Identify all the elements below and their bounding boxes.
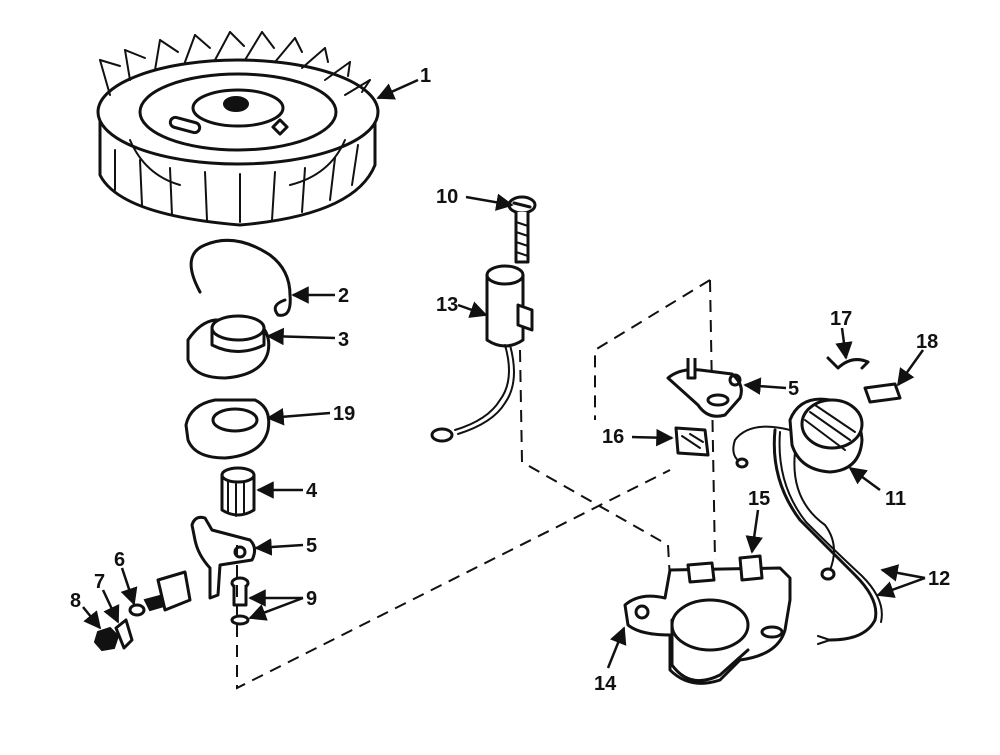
callout-7: 7 [94,571,120,624]
callout-label-1: 1 [420,65,431,87]
breaker-arm [143,515,257,612]
callout-label-17: 17 [830,308,852,330]
callout-15: 15 [745,488,770,554]
breaker-housing [623,554,792,685]
washer [128,603,146,617]
flywheel [96,31,380,227]
callout-label-9: 9 [306,588,317,610]
callout-14: 14 [594,626,627,695]
callout-3: 3 [266,327,349,351]
callout-4: 4 [256,480,318,502]
callout-label-13: 13 [436,294,458,316]
bracket [666,358,743,418]
callout-11: 11 [848,466,906,510]
callout-6: 6 [114,549,138,606]
assembly-dashed-lines [236,279,716,690]
callout-12: 12 [876,564,950,598]
nut [93,626,120,652]
callout-label-2: 2 [338,285,349,307]
callout-label-19: 19 [333,403,355,425]
felt-pad [674,426,710,457]
callout-1: 1 [376,65,431,100]
callout-label-10: 10 [436,186,458,208]
callout-label-7: 7 [94,571,105,593]
callout-label-14: 14 [594,673,617,695]
callout-label-16: 16 [602,426,624,448]
condenser-screw [507,195,537,264]
callout-16: 16 [602,426,674,448]
callout-label-4: 4 [306,480,318,502]
bushing [220,466,256,517]
wire-clip [826,356,870,370]
callout-17: 17 [830,308,853,360]
spring-clip [189,238,292,317]
callout-label-6: 6 [114,549,125,571]
callout-13: 13 [436,294,488,318]
callout-5-left: 5 [254,535,317,557]
condenser [430,264,534,443]
callout-10: 10 [436,186,514,211]
callout-label-18: 18 [916,331,938,353]
callout-label-11: 11 [885,488,906,510]
callout-2: 2 [291,285,349,307]
callout-label-12: 12 [928,568,950,590]
screw-and-washer [230,576,250,626]
terminal-clip [114,618,134,650]
callout-9: 9 [248,588,317,621]
ignition-coil [732,397,864,474]
callout-label-5-left: 5 [306,535,317,557]
callout-5-right: 5 [743,377,799,400]
callout-label-8: 8 [70,590,81,612]
callout-label-15: 15 [748,488,770,510]
retainer-clip [863,382,902,404]
callout-label-5-right: 5 [788,378,799,400]
gasket-plate [184,398,271,460]
callout-8: 8 [70,590,102,630]
callout-19: 19 [266,403,355,426]
callout-18: 18 [896,331,938,387]
callout-label-3: 3 [338,329,349,351]
cam-plate [186,314,271,380]
